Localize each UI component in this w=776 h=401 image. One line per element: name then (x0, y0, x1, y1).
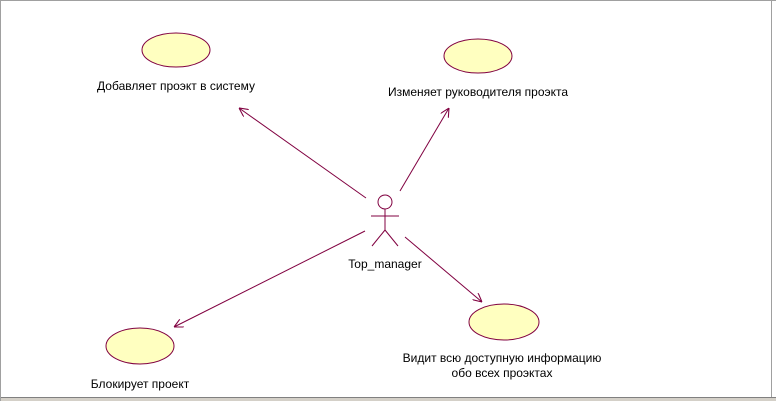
use-case-change-label: Изменяет руководителя проэкта (387, 85, 569, 99)
actor-name-label: Top_manager (348, 257, 422, 271)
use-case-view-label-line2: обо всех проэктах (451, 366, 553, 380)
association-change[interactable] (399, 108, 449, 192)
use-case-view-ellipse[interactable] (468, 303, 540, 341)
use-case-block-ellipse[interactable] (105, 327, 175, 365)
horizontal-scrollbar-edge[interactable] (1, 397, 776, 401)
use-case-add-label: Добавляет проэкт в систему (97, 79, 255, 93)
association-block[interactable] (174, 230, 366, 327)
use-case-block-label: Блокирует проект (90, 377, 190, 391)
canvas-right-border (771, 1, 776, 401)
use-case-add-ellipse[interactable] (141, 32, 211, 68)
association-view[interactable] (404, 236, 482, 302)
use-case-change-ellipse[interactable] (443, 38, 513, 74)
association-add[interactable] (239, 108, 367, 199)
actor-stick-figure-icon[interactable] (371, 194, 399, 247)
use-case-view-label-line1: Видит всю доступную информацию (402, 351, 602, 365)
